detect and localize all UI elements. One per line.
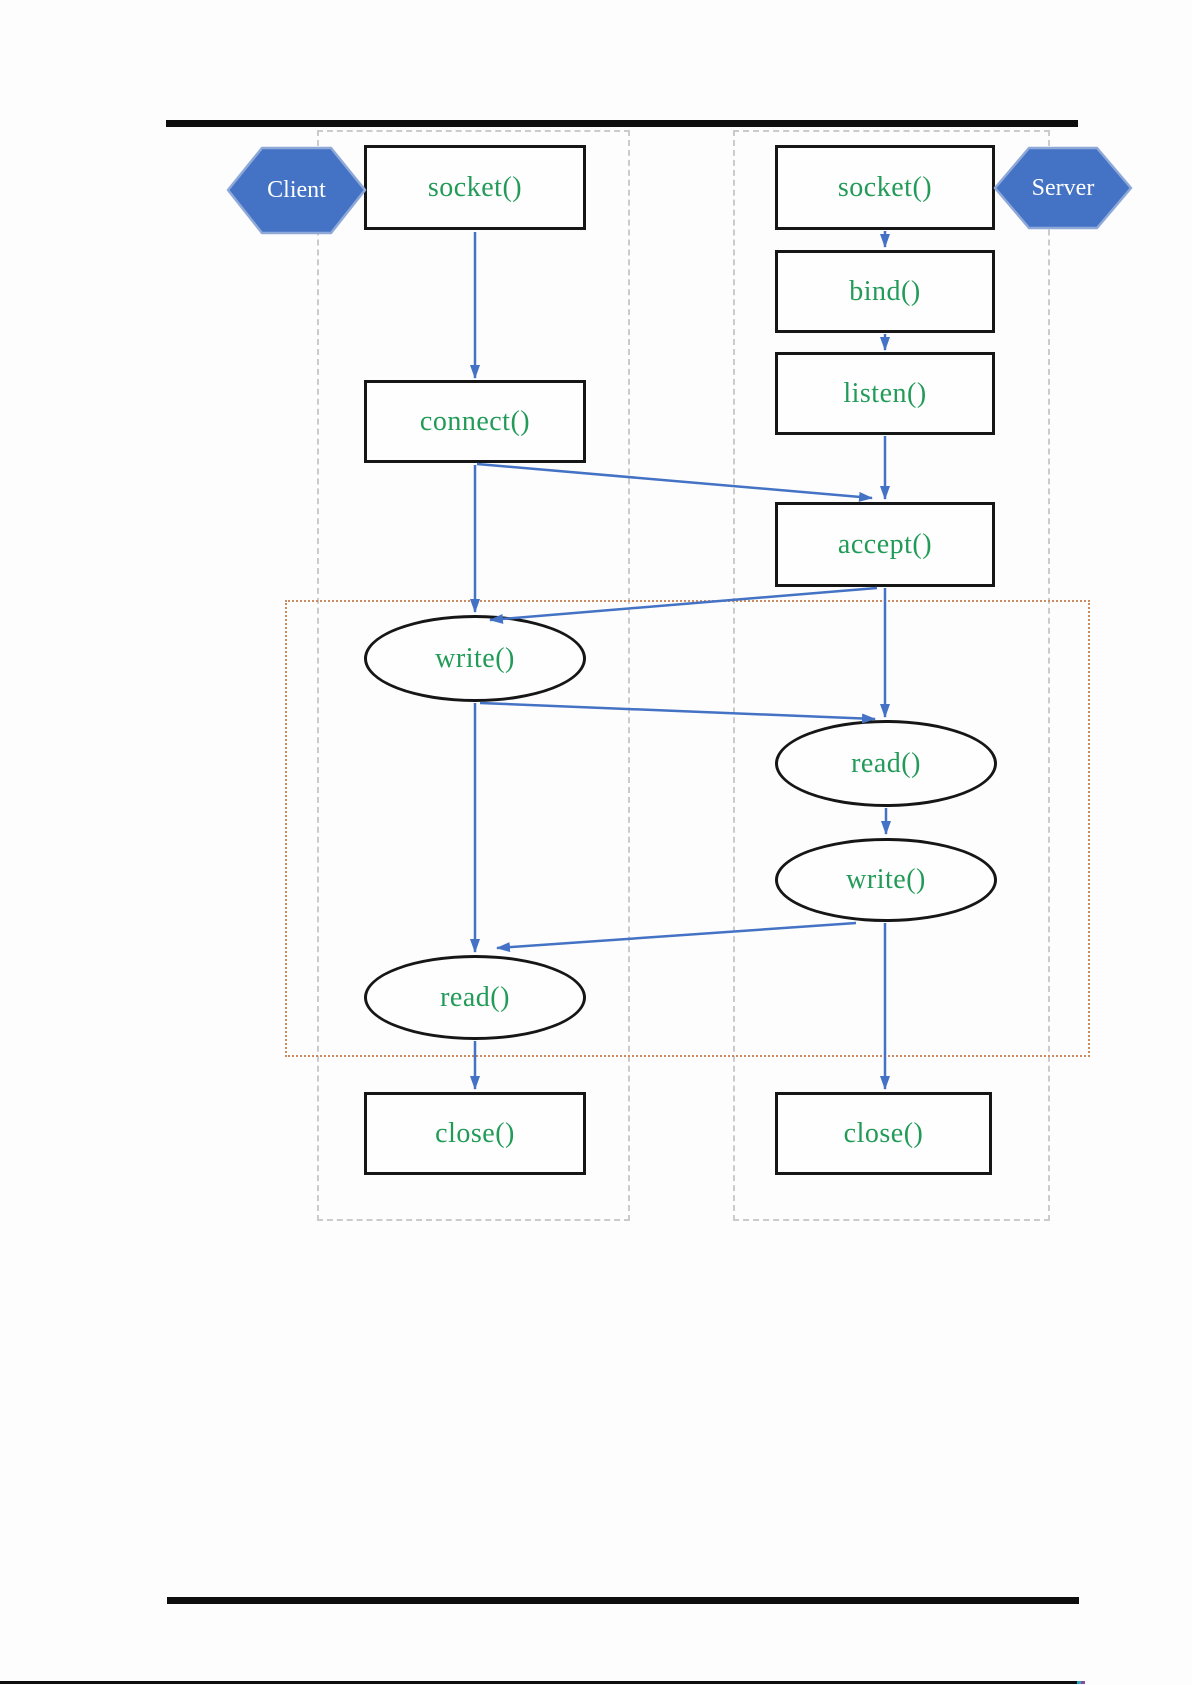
node-server-socket: socket() bbox=[775, 145, 995, 230]
node-client-connect-label: connect() bbox=[419, 405, 531, 437]
node-client-socket-label: socket() bbox=[427, 171, 523, 203]
node-client-write-label: write() bbox=[435, 642, 515, 674]
node-server-read-label: read() bbox=[851, 747, 921, 779]
client-actor-label: Client bbox=[267, 177, 326, 203]
client-lane-boundary bbox=[317, 130, 630, 1221]
node-server-close: close() bbox=[775, 1092, 992, 1175]
node-client-close: close() bbox=[364, 1092, 586, 1175]
page-edge-artifact-cyan bbox=[1077, 1681, 1081, 1684]
page-edge-artifact-purple bbox=[1081, 1681, 1085, 1684]
server-actor-badge: Server bbox=[995, 148, 1131, 228]
page-edge-line bbox=[0, 1681, 1077, 1684]
node-client-socket: socket() bbox=[364, 145, 586, 230]
node-server-bind-label: bind() bbox=[849, 275, 921, 307]
top-rule bbox=[166, 120, 1078, 127]
node-server-write: write() bbox=[775, 838, 997, 922]
node-server-accept-label: accept() bbox=[837, 528, 933, 560]
node-client-read: read() bbox=[364, 955, 586, 1040]
node-server-read: read() bbox=[775, 720, 997, 807]
node-server-close-label: close() bbox=[843, 1117, 924, 1149]
node-server-listen-label: listen() bbox=[843, 377, 927, 409]
node-client-read-label: read() bbox=[440, 981, 510, 1013]
node-server-bind: bind() bbox=[775, 250, 995, 333]
server-lane-boundary bbox=[733, 130, 1050, 1221]
node-client-close-label: close() bbox=[435, 1117, 515, 1149]
client-actor-badge: Client bbox=[228, 148, 365, 233]
bottom-rule bbox=[167, 1597, 1079, 1604]
node-server-accept: accept() bbox=[775, 502, 995, 587]
node-server-listen: listen() bbox=[775, 352, 995, 435]
node-client-connect: connect() bbox=[364, 380, 586, 463]
node-server-socket-label: socket() bbox=[837, 171, 933, 203]
node-client-write: write() bbox=[364, 615, 586, 702]
server-actor-label: Server bbox=[1031, 174, 1095, 201]
node-server-write-label: write() bbox=[846, 864, 926, 895]
